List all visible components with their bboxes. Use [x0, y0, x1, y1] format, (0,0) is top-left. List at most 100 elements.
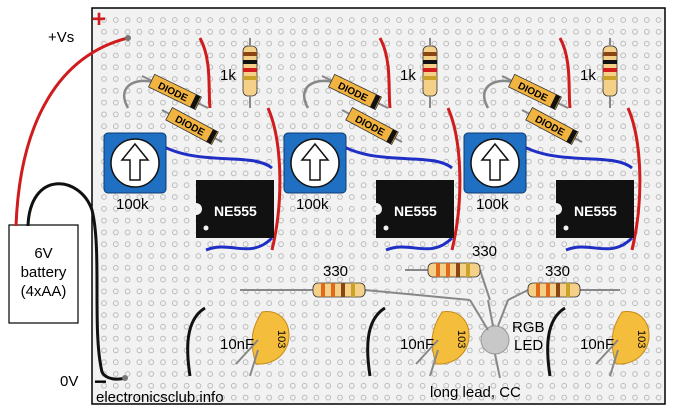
- hole: [183, 276, 190, 283]
- hole: [360, 217, 367, 224]
- hole: [124, 323, 131, 330]
- hole: [325, 28, 332, 35]
- hole: [549, 253, 556, 259]
- hole: [112, 217, 119, 224]
- hole: [655, 170, 662, 177]
- red-reset-wire: [446, 107, 462, 251]
- hole: [478, 241, 485, 248]
- hole: [608, 135, 615, 141]
- hole: [207, 300, 214, 307]
- hole: [183, 64, 190, 71]
- hole: [643, 241, 650, 248]
- hole: [396, 359, 402, 366]
- hole: [549, 194, 556, 200]
- hole: [443, 17, 450, 23]
- hole: [348, 28, 355, 35]
- hole: [242, 371, 249, 377]
- hole: [372, 300, 379, 307]
- hole: [124, 335, 131, 342]
- hole: [643, 87, 650, 94]
- hole: [348, 335, 355, 342]
- hole: [573, 170, 579, 177]
- hole: [549, 347, 556, 354]
- hole: [278, 99, 284, 106]
- hole: [549, 205, 556, 212]
- hole: [643, 229, 650, 236]
- hole: [514, 205, 520, 212]
- hole: [360, 135, 367, 141]
- hole: [584, 382, 591, 389]
- hole: [466, 76, 473, 82]
- hole: [525, 123, 532, 130]
- hole: [301, 194, 308, 200]
- hole: [620, 382, 627, 389]
- hole: [632, 111, 638, 118]
- hole: [478, 111, 485, 118]
- hole: [561, 312, 568, 318]
- hole: [289, 52, 296, 59]
- hole: [396, 371, 402, 377]
- hole: [443, 76, 450, 82]
- hole: [171, 76, 178, 82]
- hole: [466, 229, 473, 236]
- hole: [266, 40, 273, 47]
- hole: [219, 347, 225, 354]
- hole: [136, 253, 143, 259]
- hole: [266, 264, 273, 271]
- hole: [549, 40, 556, 47]
- hole: [183, 241, 190, 248]
- hole: [608, 312, 615, 318]
- led-lead-2: [487, 299, 494, 327]
- hole: [455, 394, 461, 401]
- hole: [348, 241, 355, 248]
- hole: [525, 194, 532, 200]
- hole: [655, 288, 662, 295]
- hole: [148, 194, 155, 200]
- hole: [561, 300, 568, 307]
- hole: [136, 28, 143, 35]
- hole: [160, 123, 166, 130]
- hole: [490, 217, 497, 224]
- hole: [466, 312, 473, 318]
- hole: [490, 382, 497, 389]
- hole: [466, 371, 473, 377]
- resistor-band: [446, 263, 450, 277]
- hole: [620, 394, 627, 401]
- hole: [620, 87, 627, 94]
- hole: [455, 17, 461, 23]
- hole: [148, 371, 155, 377]
- resistor-band: [243, 60, 257, 64]
- hole: [230, 111, 237, 118]
- hole: [112, 371, 119, 377]
- hole: [289, 264, 296, 271]
- hole: [171, 253, 178, 259]
- hole: [230, 123, 237, 130]
- hole: [171, 347, 178, 354]
- hole: [136, 359, 143, 366]
- hole: [478, 300, 485, 307]
- hole: [620, 264, 627, 271]
- hole: [171, 17, 178, 23]
- hole: [655, 205, 662, 212]
- hole: [573, 359, 579, 366]
- hole: [360, 182, 367, 189]
- hole: [502, 253, 509, 259]
- hole: [242, 323, 249, 330]
- hole: [419, 146, 426, 153]
- hole: [443, 135, 450, 141]
- hole: [537, 394, 544, 401]
- hole: [608, 241, 615, 248]
- hole: [101, 76, 107, 82]
- resistor-330-label: 330: [323, 263, 348, 280]
- hole: [632, 382, 638, 389]
- hole: [171, 276, 178, 283]
- ic-pin1-dot: [203, 225, 209, 231]
- hole: [573, 17, 579, 23]
- hole: [195, 40, 202, 47]
- hole: [112, 359, 119, 366]
- hole: [419, 40, 426, 47]
- hole: [230, 87, 237, 94]
- hole: [148, 111, 155, 118]
- hole: [313, 111, 320, 118]
- hole: [419, 123, 426, 130]
